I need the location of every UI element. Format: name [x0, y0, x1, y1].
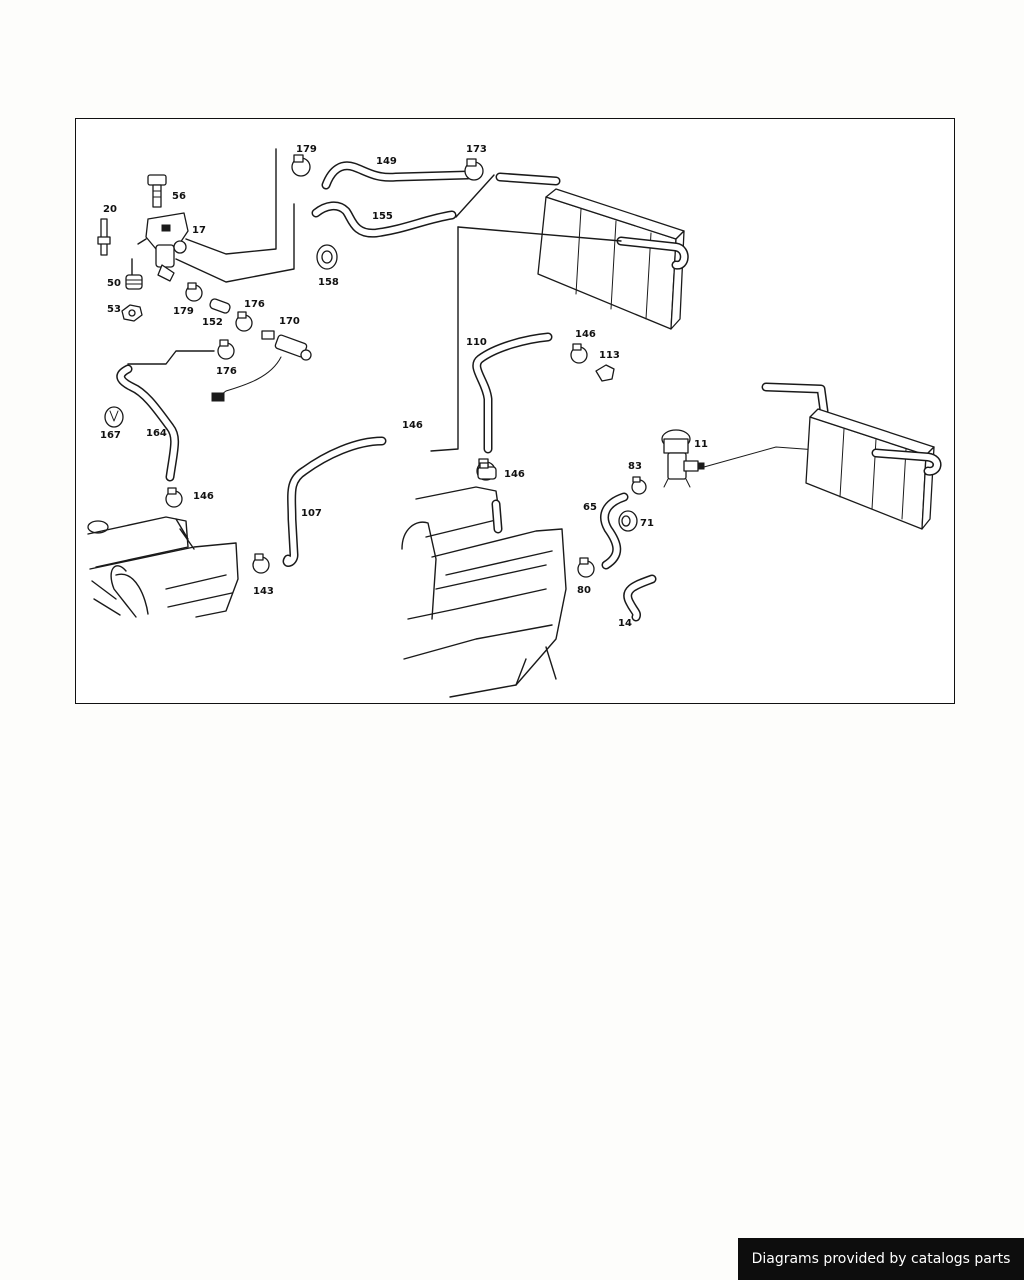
- hose-110: [472, 332, 553, 454]
- callout-17: 17: [192, 225, 206, 236]
- part-17-valve: [145, 212, 189, 282]
- callout-158: 158: [318, 277, 339, 288]
- heater-core-upper: [495, 172, 689, 330]
- hose-14: [623, 574, 657, 622]
- hose-65: [600, 492, 629, 570]
- part-179a-clamp: [291, 154, 311, 177]
- engine-block-center: [401, 486, 567, 698]
- footer-banner: Diagrams provided by catalogs parts: [738, 1238, 1024, 1280]
- footer-text: Diagrams provided by catalogs parts: [751, 1251, 1011, 1267]
- callout-179b: 179: [173, 306, 194, 317]
- part-146b-clamp: [165, 487, 183, 508]
- callout-179a: 179: [296, 144, 317, 155]
- hose-164: [116, 364, 180, 482]
- part-20-stud: [97, 218, 111, 256]
- callout-65: 65: [583, 502, 597, 513]
- part-50-grommet: [125, 274, 143, 290]
- hose-155: [311, 201, 457, 238]
- part-176b-clamp: [217, 339, 235, 360]
- part-11-valve: [661, 429, 705, 488]
- part-56-bolt: [147, 174, 167, 208]
- callout-11: 11: [694, 439, 708, 450]
- callout-80: 80: [577, 585, 591, 596]
- callout-56: 56: [172, 191, 186, 202]
- leader-lines-top-left: [131, 148, 295, 283]
- callout-176a: 176: [244, 299, 265, 310]
- callout-146b: 146: [193, 491, 214, 502]
- part-170-sensor: [211, 330, 312, 402]
- callout-143: 143: [253, 586, 274, 597]
- callout-14: 14: [618, 618, 632, 629]
- part-143-clamp: [252, 553, 270, 574]
- part-83-clamp: [631, 476, 647, 495]
- callout-146a: 146: [575, 329, 596, 340]
- callout-107: 107: [301, 508, 322, 519]
- hose-107: [282, 436, 387, 567]
- part-173-clamp: [464, 158, 484, 181]
- part-146d-clamp: [477, 462, 497, 480]
- part-152-connector: [209, 298, 231, 314]
- callout-146c: 146: [402, 420, 423, 431]
- callout-53: 53: [107, 304, 121, 315]
- part-113-grommet: [595, 364, 615, 382]
- callout-173: 173: [466, 144, 487, 155]
- callout-167: 167: [100, 430, 121, 441]
- hose-149: [321, 161, 473, 190]
- callout-71: 71: [640, 518, 654, 529]
- callout-164: 164: [146, 428, 167, 439]
- callout-149: 149: [376, 156, 397, 167]
- callout-155: 155: [372, 211, 393, 222]
- part-179b-clamp: [185, 282, 203, 302]
- callout-113: 113: [599, 350, 620, 361]
- callout-83: 83: [628, 461, 642, 472]
- engine-block-left: [87, 516, 239, 618]
- diagram-frame: 179 149 173 56 20 17 155 158 50 53 179 1…: [75, 118, 955, 704]
- parts-diagram: 179 149 173 56 20 17 155 158 50 53 179 1…: [87, 144, 942, 698]
- callout-110: 110: [466, 337, 487, 348]
- heater-core-lower: [761, 382, 942, 530]
- callout-152: 152: [202, 317, 223, 328]
- part-146a-clamp: [570, 343, 588, 364]
- part-158-grommet: [316, 244, 338, 270]
- callout-146d: 146: [504, 469, 525, 480]
- part-176a-clamp: [235, 311, 253, 332]
- callout-176b: 176: [216, 366, 237, 377]
- part-53-nut: [121, 304, 143, 322]
- part-71-grommet: [618, 510, 638, 532]
- part-80-clamp: [577, 557, 595, 578]
- callout-labels: 179 149 173 56 20 17 155 158 50 53 179 1…: [100, 144, 708, 629]
- callout-50: 50: [107, 278, 121, 289]
- part-167-grommet: [104, 406, 124, 428]
- callout-170: 170: [279, 316, 300, 327]
- callout-20: 20: [103, 204, 117, 215]
